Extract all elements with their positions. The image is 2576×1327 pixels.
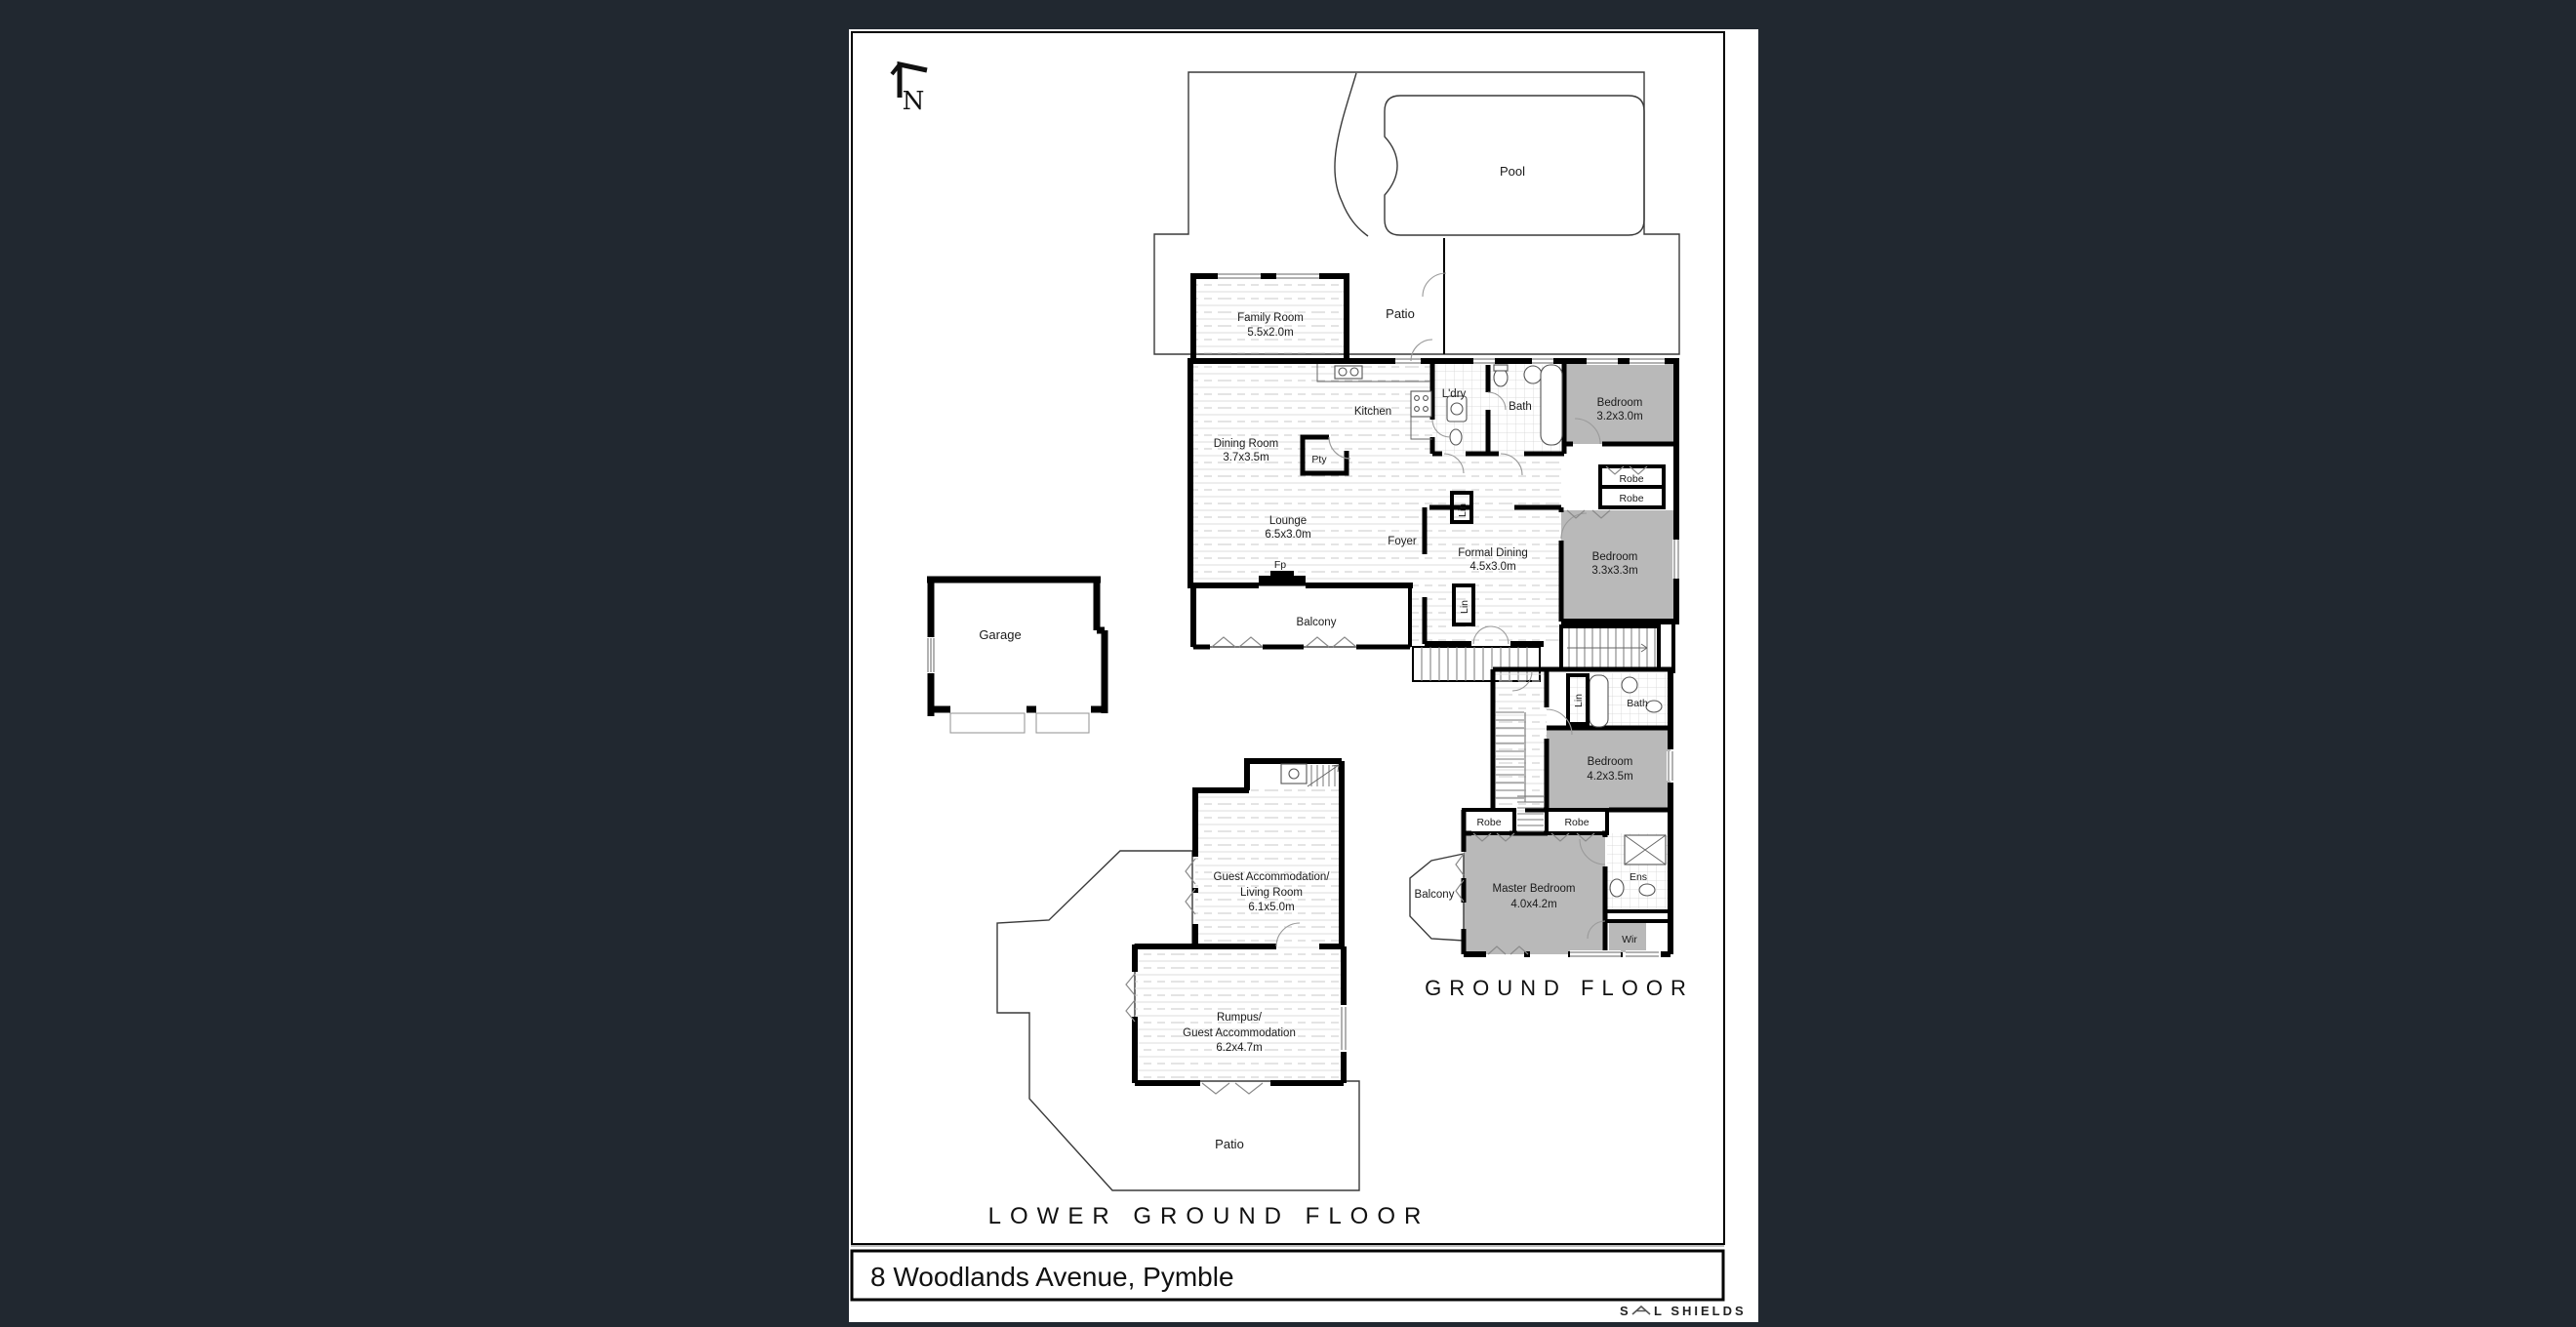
room-size-family: 5.5x2.0m bbox=[1247, 327, 1293, 339]
room-label-robe-a: Robe bbox=[1619, 473, 1643, 485]
room-label-bath-top: Bath bbox=[1509, 401, 1532, 413]
room-size-bed1: 3.2x3.0m bbox=[1596, 411, 1642, 422]
pool bbox=[1384, 95, 1645, 236]
family-room-windows bbox=[1218, 272, 1319, 280]
brand-logo: S L SHIELDS bbox=[1620, 1304, 1747, 1318]
plan-border bbox=[851, 31, 1725, 1245]
closet-label-lin-c: Lin bbox=[1573, 694, 1585, 707]
chevron-windows-ground bbox=[1211, 465, 1648, 648]
ground-floor-title: GROUND FLOOR bbox=[1425, 976, 1694, 1000]
room-label-patio-lower: Patio bbox=[1215, 1137, 1244, 1151]
address-bar bbox=[850, 1249, 1725, 1302]
north-arrow-icon: N bbox=[890, 60, 928, 116]
room-label-bed3: Bedroom bbox=[1588, 756, 1633, 768]
foyer-floor bbox=[1410, 454, 1561, 644]
stairs-guest bbox=[1307, 764, 1340, 787]
kitchen-counter bbox=[1316, 364, 1432, 440]
room-label-guest2: Living Room bbox=[1240, 887, 1303, 899]
door-arcs-wing bbox=[1511, 670, 1606, 940]
stairs-foyer bbox=[1412, 646, 1541, 682]
brand-suffix: L SHIELDS bbox=[1654, 1304, 1747, 1318]
room-label-pool: Pool bbox=[1500, 164, 1525, 179]
room-label-master: Master Bedroom bbox=[1492, 883, 1575, 895]
room-label-formal: Formal Dining bbox=[1458, 547, 1528, 559]
room-label-balcony-master: Balcony bbox=[1415, 889, 1455, 901]
room-size-guest: 6.1x5.0m bbox=[1248, 902, 1294, 913]
north-label: N bbox=[903, 87, 925, 116]
hall-floor bbox=[1493, 669, 1547, 812]
room-label-bed1: Bedroom bbox=[1597, 397, 1643, 409]
room-label-ldry: L'dry bbox=[1442, 388, 1467, 400]
room-size-master: 4.0x4.2m bbox=[1510, 899, 1556, 910]
room-label-rumpus1: Rumpus/ bbox=[1217, 1012, 1263, 1024]
brand-prefix: S bbox=[1620, 1304, 1631, 1318]
bedroom2-fill bbox=[1561, 510, 1676, 622]
garden-curve bbox=[1334, 72, 1369, 237]
room-label-ens: Ens bbox=[1630, 871, 1647, 883]
walls-ground-floor bbox=[1187, 358, 1679, 650]
door-arc-rumpus bbox=[1275, 922, 1301, 947]
room-label-rumpus2: Guest Accommodation bbox=[1183, 1027, 1296, 1039]
closet-label-lin-a: Lin bbox=[1457, 503, 1469, 517]
room-label-foyer: Foyer bbox=[1388, 536, 1417, 547]
family-room-walls bbox=[1190, 273, 1349, 361]
door-arc bbox=[1422, 272, 1447, 298]
bath-fixtures-top bbox=[1446, 364, 1563, 446]
garage: Garage bbox=[926, 576, 1108, 734]
roof-icon bbox=[1631, 1305, 1651, 1315]
bath-mid-fixtures bbox=[1589, 674, 1663, 728]
floor-plan-svg: N Pool Patio Family Room 5.5x2.0m bbox=[850, 31, 1747, 1318]
stairs-main bbox=[1559, 624, 1661, 671]
bedroom1-fill bbox=[1566, 364, 1676, 444]
room-size-bed3: 4.2x3.5m bbox=[1587, 771, 1632, 783]
lin-box-mid bbox=[1566, 673, 1590, 726]
room-label-family: Family Room bbox=[1237, 312, 1304, 324]
room-label-pty: Pty bbox=[1311, 454, 1327, 465]
address-text: 8 Woodlands Avenue, Pymble bbox=[870, 1262, 1234, 1292]
room-label-kitchen: Kitchen bbox=[1354, 406, 1391, 418]
lower-windows bbox=[1125, 858, 1348, 1095]
fireplace bbox=[1259, 571, 1306, 585]
room-label-robe-d: Robe bbox=[1564, 817, 1589, 828]
guest-sink-bowl bbox=[1288, 768, 1300, 780]
room-label-robe-c: Robe bbox=[1476, 817, 1501, 828]
walls-lower-ground bbox=[1132, 758, 1347, 1086]
room-label-bath-mid: Bath bbox=[1627, 698, 1648, 709]
room-label-garage: Garage bbox=[979, 627, 1021, 642]
room-label-lounge: Lounge bbox=[1269, 515, 1307, 527]
room-label-patio-top: Patio bbox=[1386, 306, 1415, 321]
room-label-dining: Dining Room bbox=[1214, 438, 1278, 450]
stairs-hall bbox=[1495, 711, 1526, 802]
wing-windows bbox=[1455, 751, 1674, 958]
room-size-lounge: 6.5x3.0m bbox=[1265, 529, 1310, 541]
closet-label-lin-b: Lin bbox=[1459, 600, 1470, 614]
room-size-dining: 3.7x3.5m bbox=[1223, 452, 1268, 463]
door-arcs-ground bbox=[1328, 339, 1601, 645]
family-room-floor bbox=[1193, 276, 1347, 358]
floorplan-page: N Pool Patio Family Room 5.5x2.0m bbox=[849, 29, 1758, 1322]
guest-floor bbox=[1195, 787, 1342, 946]
top-wall-windows bbox=[1395, 357, 1680, 579]
ens-fixtures bbox=[1609, 834, 1667, 898]
wir-fill bbox=[1609, 923, 1646, 952]
room-size-rumpus: 6.2x4.7m bbox=[1216, 1042, 1262, 1054]
master-fill bbox=[1464, 833, 1605, 954]
rumpus-floor bbox=[1135, 946, 1344, 1083]
room-size-bed2: 3.3x3.3m bbox=[1591, 565, 1637, 577]
bedroom3-fill bbox=[1547, 728, 1670, 810]
room-label-guest1: Guest Accommodation/ bbox=[1214, 871, 1331, 883]
stairs-robe bbox=[1517, 795, 1544, 832]
room-label-robe-b: Robe bbox=[1619, 493, 1643, 504]
room-label-fp: Fp bbox=[1274, 559, 1286, 571]
room-label-balcony-ground: Balcony bbox=[1297, 617, 1337, 628]
room-size-formal: 4.5x3.0m bbox=[1469, 561, 1515, 573]
lower-ground-floor-title: LOWER GROUND FLOOR bbox=[988, 1203, 1430, 1229]
room-label-wir: Wir bbox=[1622, 934, 1637, 945]
room-label-bed2: Bedroom bbox=[1592, 551, 1638, 563]
